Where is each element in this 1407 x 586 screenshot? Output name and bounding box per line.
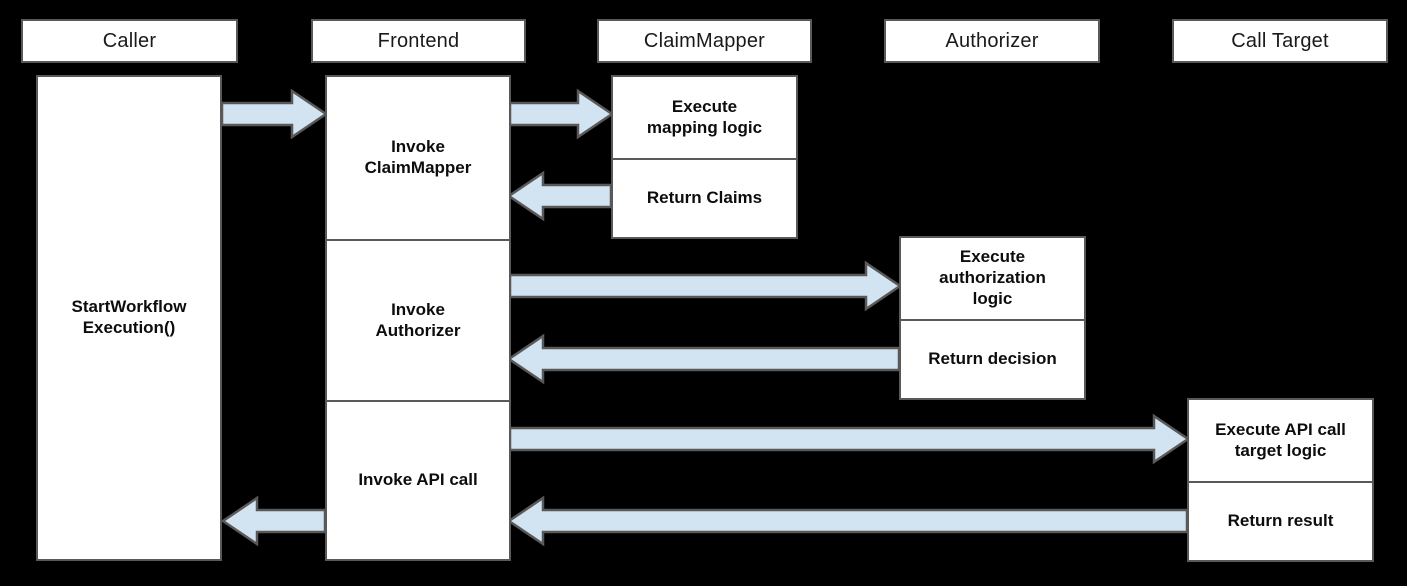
lane-header-authorizer-label: Authorizer xyxy=(945,29,1039,52)
activation-authorizer-cell-return-decision: Return decision xyxy=(901,319,1084,398)
activation-claimmapper-cell-return-claims: Return Claims xyxy=(613,158,796,237)
msg-frontend-to-calltarget-arrow xyxy=(508,413,1191,465)
msg-authorizer-to-frontend-arrow xyxy=(506,333,901,385)
activation-authorizer-cell-execute-authorization-logic: Execute authorization logic xyxy=(939,247,1046,308)
msg-claimmapper-to-frontend-arrow xyxy=(506,170,613,222)
lane-header-caller[interactable]: Caller xyxy=(21,19,238,63)
lane-header-frontend-label: Frontend xyxy=(377,29,460,52)
activation-calltarget-cell-return-result: Return result xyxy=(1189,481,1372,560)
activation-frontend-cell-invoke-api-call: Invoke API call xyxy=(327,400,509,559)
activation-authorizer[interactable]: Execute authorization logic Return decis… xyxy=(899,236,1086,400)
activation-claimmapper[interactable]: Execute mapping logic Return Claims xyxy=(611,75,798,239)
activation-claimmapper-cell-execute-mapping-logic: Execute mapping logic xyxy=(646,96,763,137)
lane-header-claimmapper[interactable]: ClaimMapper xyxy=(597,19,812,63)
lane-header-authorizer[interactable]: Authorizer xyxy=(884,19,1100,63)
msg-frontend-to-authorizer-arrow xyxy=(508,260,903,312)
activation-calltarget-cell-execute-api-call-target-logic: Execute API call target logic xyxy=(1215,419,1346,460)
activation-caller-cell-start-workflow: StartWorkflow Execution() xyxy=(71,297,187,337)
activation-calltarget[interactable]: Execute API call target logic Return res… xyxy=(1187,398,1374,562)
lane-header-calltarget[interactable]: Call Target xyxy=(1172,19,1388,63)
activation-frontend[interactable]: Invoke ClaimMapper Invoke Authorizer Inv… xyxy=(325,75,511,561)
msg-frontend-to-caller-arrow xyxy=(220,495,327,547)
activation-frontend-cell-invoke-claimmapper: Invoke ClaimMapper xyxy=(364,137,472,177)
msg-calltarget-to-frontend-arrow xyxy=(506,495,1189,547)
lane-header-calltarget-label: Call Target xyxy=(1231,29,1329,52)
lane-header-caller-label: Caller xyxy=(102,29,157,52)
activation-caller[interactable]: StartWorkflow Execution() xyxy=(36,75,222,561)
msg-frontend-to-claimmapper-arrow xyxy=(508,88,615,140)
lane-header-claimmapper-label: ClaimMapper xyxy=(643,29,766,52)
lane-header-frontend[interactable]: Frontend xyxy=(311,19,526,63)
activation-frontend-cell-invoke-authorizer: Invoke Authorizer xyxy=(327,239,509,400)
msg-caller-to-frontend-arrow xyxy=(220,88,329,140)
